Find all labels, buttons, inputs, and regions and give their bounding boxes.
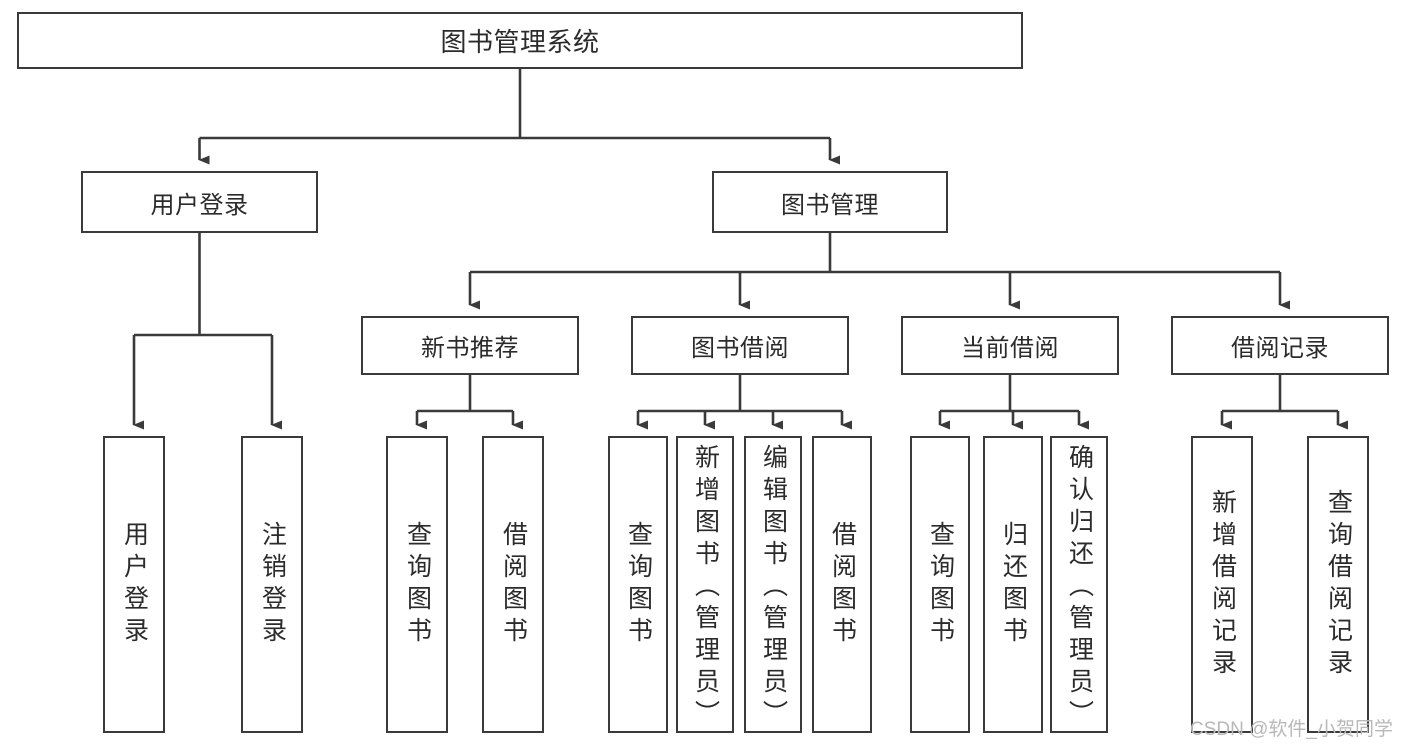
node-label: 图书管理 bbox=[781, 191, 879, 219]
node-label: 新增图书（管理员） bbox=[691, 444, 720, 732]
node-label: 查询借阅记录 bbox=[1324, 488, 1353, 681]
node-label: 借阅图书 bbox=[828, 520, 857, 649]
node-label: 当前借阅 bbox=[961, 335, 1059, 362]
node-label: 用户登录 bbox=[150, 191, 249, 219]
leaf-add-book-admin[interactable]: 新增图书（管理员） bbox=[676, 436, 734, 733]
node-current-borrow[interactable]: 当前借阅 bbox=[901, 316, 1119, 375]
node-label: 用户登录 bbox=[120, 520, 149, 649]
leaf-borrow-book-rec[interactable]: 借阅图书 bbox=[482, 436, 544, 733]
leaf-user-login[interactable]: 用户登录 bbox=[103, 436, 165, 733]
node-borrow-record[interactable]: 借阅记录 bbox=[1171, 316, 1389, 375]
node-label: 注销登录 bbox=[258, 520, 287, 649]
node-user-login[interactable]: 用户登录 bbox=[81, 171, 318, 233]
leaf-borrow-book[interactable]: 借阅图书 bbox=[812, 436, 872, 733]
leaf-query-borrow-record[interactable]: 查询借阅记录 bbox=[1307, 436, 1369, 733]
node-book-manage[interactable]: 图书管理 bbox=[712, 171, 948, 233]
node-label: 归还图书 bbox=[999, 520, 1028, 649]
node-label: 新书推荐 bbox=[421, 335, 519, 362]
node-label: 查询图书 bbox=[403, 520, 432, 649]
node-label: 借阅记录 bbox=[1231, 335, 1329, 362]
watermark-text: CSDN @软件_小贺同学 bbox=[1190, 719, 1393, 740]
node-book-borrow[interactable]: 图书借阅 bbox=[631, 316, 849, 375]
leaf-confirm-return-admin[interactable]: 确认归还（管理员） bbox=[1050, 436, 1108, 733]
leaf-edit-book-admin[interactable]: 编辑图书（管理员） bbox=[744, 436, 802, 733]
node-label: 查询图书 bbox=[926, 520, 955, 649]
leaf-query-book-rec[interactable]: 查询图书 bbox=[386, 436, 448, 733]
node-root-system[interactable]: 图书管理系统 bbox=[17, 12, 1023, 69]
node-label: 新增借阅记录 bbox=[1208, 488, 1237, 681]
leaf-query-book-borrow[interactable]: 查询图书 bbox=[608, 436, 668, 733]
node-label: 借阅图书 bbox=[499, 520, 528, 649]
node-new-book-rec[interactable]: 新书推荐 bbox=[361, 316, 579, 375]
leaf-return-book[interactable]: 归还图书 bbox=[983, 436, 1043, 733]
leaf-logout[interactable]: 注销登录 bbox=[241, 436, 303, 733]
node-label: 图书借阅 bbox=[691, 335, 789, 362]
node-label: 图书管理系统 bbox=[440, 27, 600, 57]
node-label: 编辑图书（管理员） bbox=[759, 444, 788, 732]
node-label: 确认归还（管理员） bbox=[1065, 444, 1094, 732]
leaf-query-book-current[interactable]: 查询图书 bbox=[910, 436, 970, 733]
leaf-add-borrow-record[interactable]: 新增借阅记录 bbox=[1191, 436, 1253, 733]
node-label: 查询图书 bbox=[624, 520, 653, 649]
